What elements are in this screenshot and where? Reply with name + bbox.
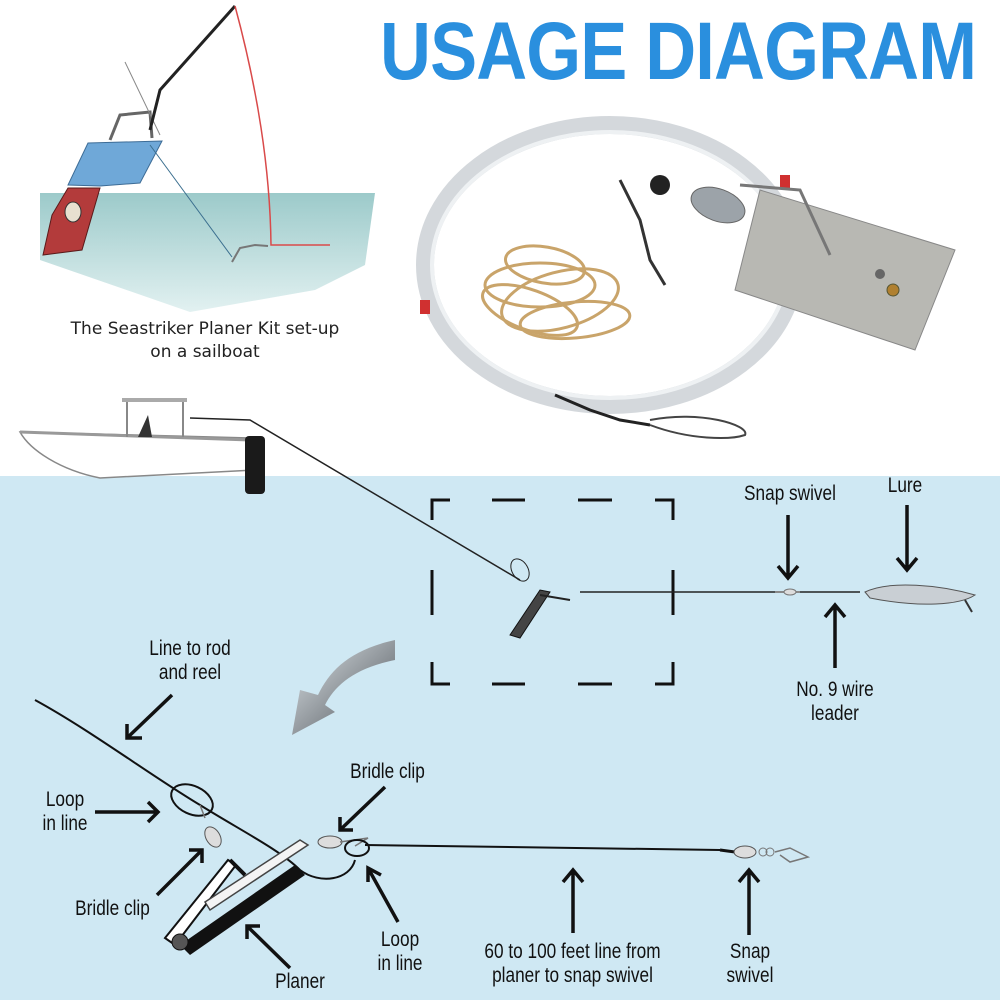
main-line	[364, 844, 721, 851]
towing-line	[189, 417, 521, 581]
label-line-to-rod: Line to rod and reel	[137, 637, 244, 685]
snap-swivel-photo	[618, 179, 667, 286]
label-loop-left-line2: in line	[42, 812, 88, 835]
sailboat-cabin	[108, 110, 154, 141]
snap-swivel-leader	[554, 393, 651, 427]
label-snap-swivel-top: Snap swivel	[744, 482, 836, 505]
arrow-bridle-clip-left	[155, 848, 204, 897]
sinker-weight	[690, 186, 746, 224]
label-bridle-clip-left: Bridle clip	[75, 897, 150, 920]
outboard-motor	[245, 436, 265, 494]
sailboat-inset-illustration	[40, 5, 375, 312]
label-wire-leader-line1: No. 9 wire	[796, 678, 874, 701]
inset-water	[40, 193, 375, 312]
planer-fin	[203, 839, 310, 912]
label-loop-right-line2: in line	[377, 952, 423, 975]
label-snap-swivel-bottom-line2: swivel	[726, 964, 774, 987]
label-snap-swivel-bottom-line1: Snap	[729, 940, 771, 963]
label-loop-left: Loop in line	[28, 788, 102, 836]
arrow-line-length	[561, 867, 585, 933]
boat-hull	[18, 431, 256, 479]
snap-swivel-bottom	[719, 848, 736, 854]
arrow-line-to-rod	[125, 693, 174, 740]
label-loop-left-line1: Loop	[45, 788, 85, 811]
planer-body	[180, 865, 305, 955]
center-console-boat	[18, 398, 265, 494]
page-title: USAGE DIAGRAM	[380, 6, 977, 97]
planer-line-inset	[149, 144, 233, 258]
label-wire-leader: No. 9 wire leader	[782, 678, 889, 726]
label-loop-right: Loop in line	[367, 928, 433, 976]
line-to-rod	[34, 699, 356, 880]
label-line-to-rod-line2: and reel	[158, 661, 222, 684]
rod-line-red	[234, 5, 330, 246]
label-line-length-line2: planer to snap swivel	[492, 964, 653, 987]
lure	[864, 584, 977, 605]
label-line-to-rod-line1: Line to rod	[149, 637, 231, 660]
loop-left	[170, 783, 214, 817]
arrow-snap-swivel-top	[776, 515, 800, 581]
water-background	[0, 476, 1000, 1000]
label-arrows	[95, 505, 919, 970]
label-bridle-clip-top: Bridle clip	[350, 760, 425, 783]
bridle-clip-right	[317, 835, 343, 849]
boat-t-top	[122, 398, 187, 402]
caption-line-2: on a sailboat	[150, 342, 260, 362]
inset-caption: The Seastriker Planer Kit set-up on a sa…	[20, 318, 390, 364]
caption-line-1: The Seastriker Planer Kit set-up	[70, 319, 340, 339]
arrow-planer	[245, 924, 292, 970]
fishing-rod	[148, 5, 237, 131]
label-loop-right-line1: Loop	[380, 928, 420, 951]
monofilament-line-coil	[416, 116, 804, 414]
arrow-bridle-clip-top	[338, 785, 387, 832]
arrow-wire-leader	[823, 602, 847, 668]
label-lure: Lure	[887, 474, 923, 497]
rubber-bands	[481, 244, 632, 341]
planer-board	[734, 189, 956, 351]
planer-inset	[231, 243, 269, 263]
arrow-snap-swivel-bottom	[737, 867, 761, 935]
planer-small	[509, 558, 860, 639]
label-snap-swivel-bottom: Snap swivel	[713, 940, 787, 988]
loop-right	[344, 839, 370, 857]
label-line-length-line1: 60 to 100 feet line from	[484, 940, 661, 963]
arrow-lure	[895, 505, 919, 573]
zoom-indicator-arrow	[292, 640, 395, 735]
label-wire-leader-line2: leader	[811, 702, 859, 725]
sailboat-hull	[67, 140, 163, 187]
arrow-loop-left	[95, 800, 161, 824]
lure-assembly	[775, 584, 977, 613]
planer-detail	[34, 699, 811, 955]
label-line-length: 60 to 100 feet line from planer to snap …	[464, 940, 681, 988]
planer-kit-photo	[416, 116, 956, 439]
label-planer: Planer	[275, 970, 325, 993]
arrow-loop-right	[366, 865, 400, 923]
